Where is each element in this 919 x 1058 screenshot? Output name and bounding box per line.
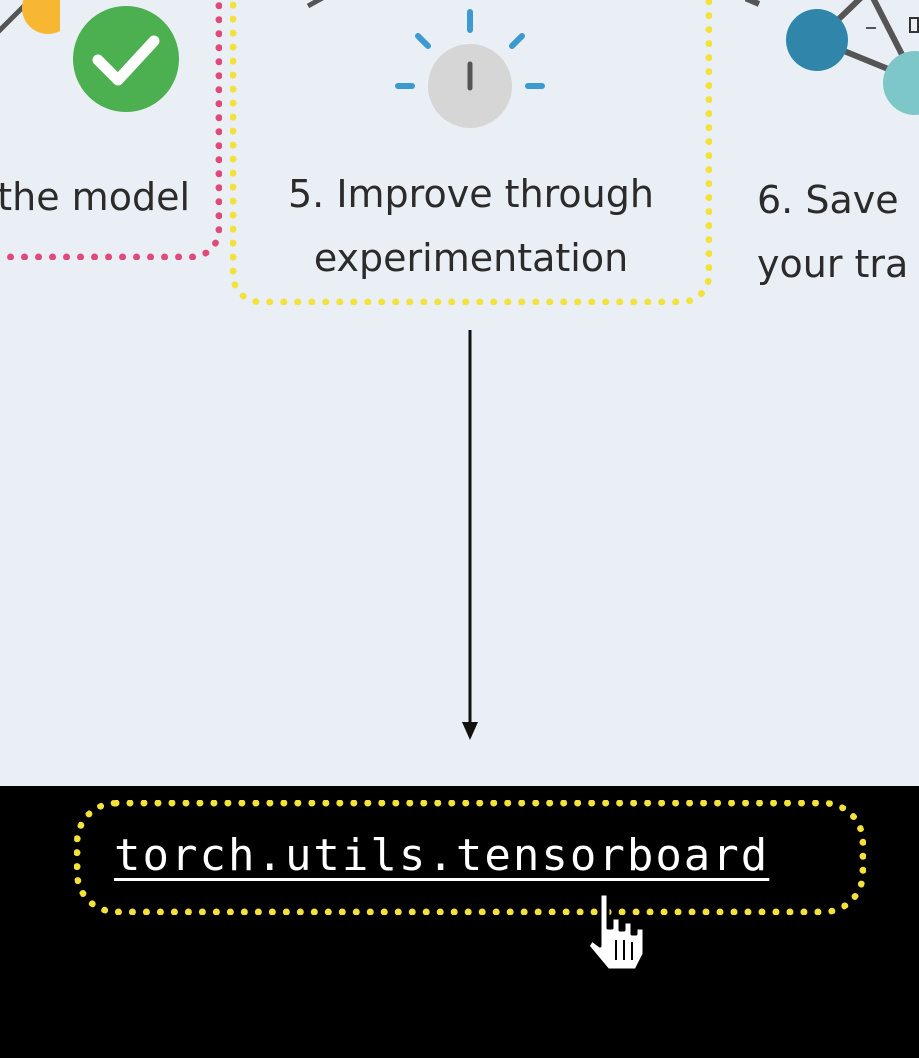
step-label-improve: 5. Improve through experimentation (288, 172, 654, 280)
step-label-save: 6. Save your tra (757, 178, 909, 286)
step-label-evaluate: the model (0, 175, 190, 219)
overlay-controls-icon (866, 17, 919, 33)
hand-pointer-icon (586, 892, 646, 972)
arrow-down-icon (462, 330, 478, 740)
step-box-evaluate (0, 0, 222, 260)
code-caption-band (0, 786, 919, 1058)
connector-icon (306, 0, 324, 9)
code-highlight-box (74, 800, 866, 915)
workflow-slide: the model 5. Improve through experimenta… (0, 0, 919, 786)
step-box-improve (230, 0, 712, 305)
module-link[interactable]: torch.utils.tensorboard (114, 830, 770, 881)
network-nodes-icon (0, 0, 60, 34)
check-circle-icon (73, 6, 179, 112)
knob-dial-icon (395, 9, 545, 128)
network-nodes-icon (745, 0, 919, 115)
